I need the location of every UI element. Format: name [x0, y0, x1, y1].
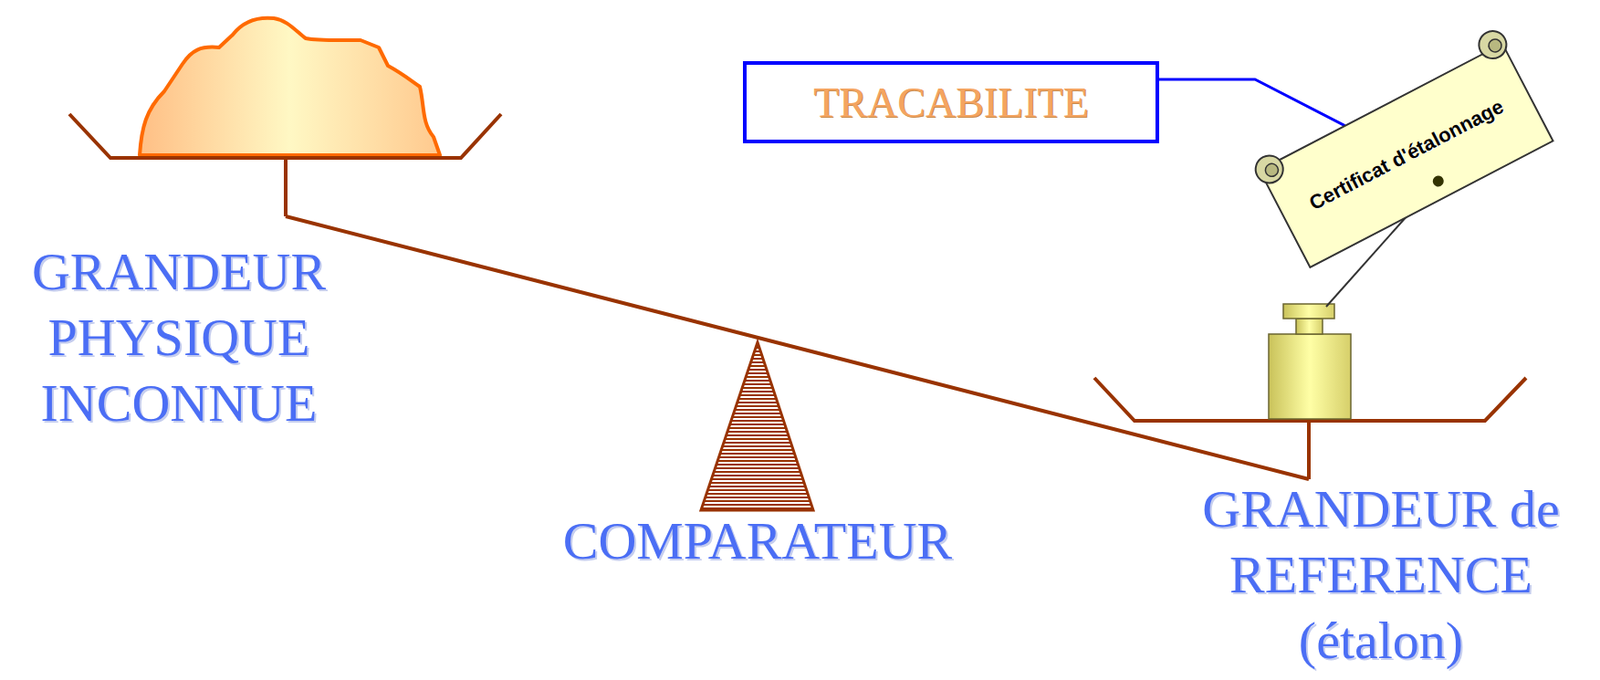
left-stem	[283, 157, 288, 217]
balance-beam	[285, 216, 1309, 480]
calibration-certificate: Certificat d'étalonnage	[1232, 16, 1581, 295]
node-text: TRACABILITE	[813, 78, 1089, 127]
fulcrum	[700, 342, 814, 511]
unknown-object	[139, 18, 440, 156]
scroll-curl	[1474, 25, 1511, 63]
tag-dot	[1431, 173, 1446, 189]
scroll-curl-inner	[1486, 36, 1505, 54]
scroll-curl-inner	[1263, 160, 1281, 178]
scroll-curl	[1251, 150, 1288, 188]
reference-weight	[1268, 303, 1351, 419]
reference-quantity-label: GRANDEUR de REFERENCE (étalon)	[1171, 476, 1591, 674]
right-stem	[1307, 420, 1311, 480]
scroll-paper	[1259, 43, 1554, 268]
traceability-box: TRACABILITE	[742, 61, 1160, 144]
comparator-label: COMPARATEUR	[501, 508, 1014, 575]
left-pan	[69, 114, 502, 158]
leader-connector	[1159, 79, 1345, 126]
unknown-quantity-label: GRANDEUR PHYSIQUE INCONNUE	[9, 239, 349, 437]
